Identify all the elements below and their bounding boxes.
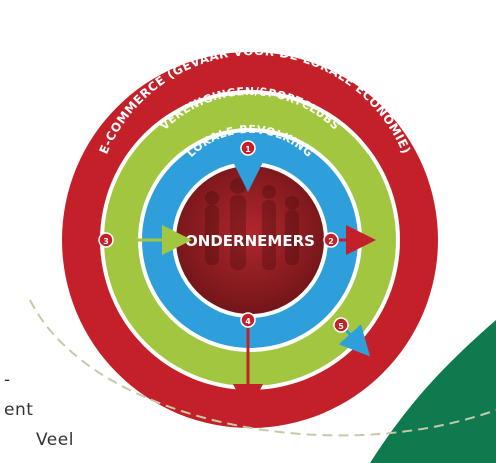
arrow-3-number: 3 (103, 237, 109, 246)
center-ondernemers (176, 166, 324, 314)
center-label: ONDERNEMERS (185, 232, 315, 250)
page-fragment-2: ent (4, 400, 34, 420)
arrow-5 (338, 324, 371, 357)
arrow-4-number: 4 (245, 317, 251, 326)
page-fragment-3: Veel (36, 430, 74, 450)
dashed-curve (29, 299, 496, 437)
arrow-5-number: 5 (338, 322, 344, 331)
page-fragment-1: - (4, 370, 11, 390)
arrow-1-number: 1 (245, 145, 251, 154)
green-corner-swoosh (370, 320, 496, 463)
arrow-2-number: 2 (328, 237, 334, 246)
